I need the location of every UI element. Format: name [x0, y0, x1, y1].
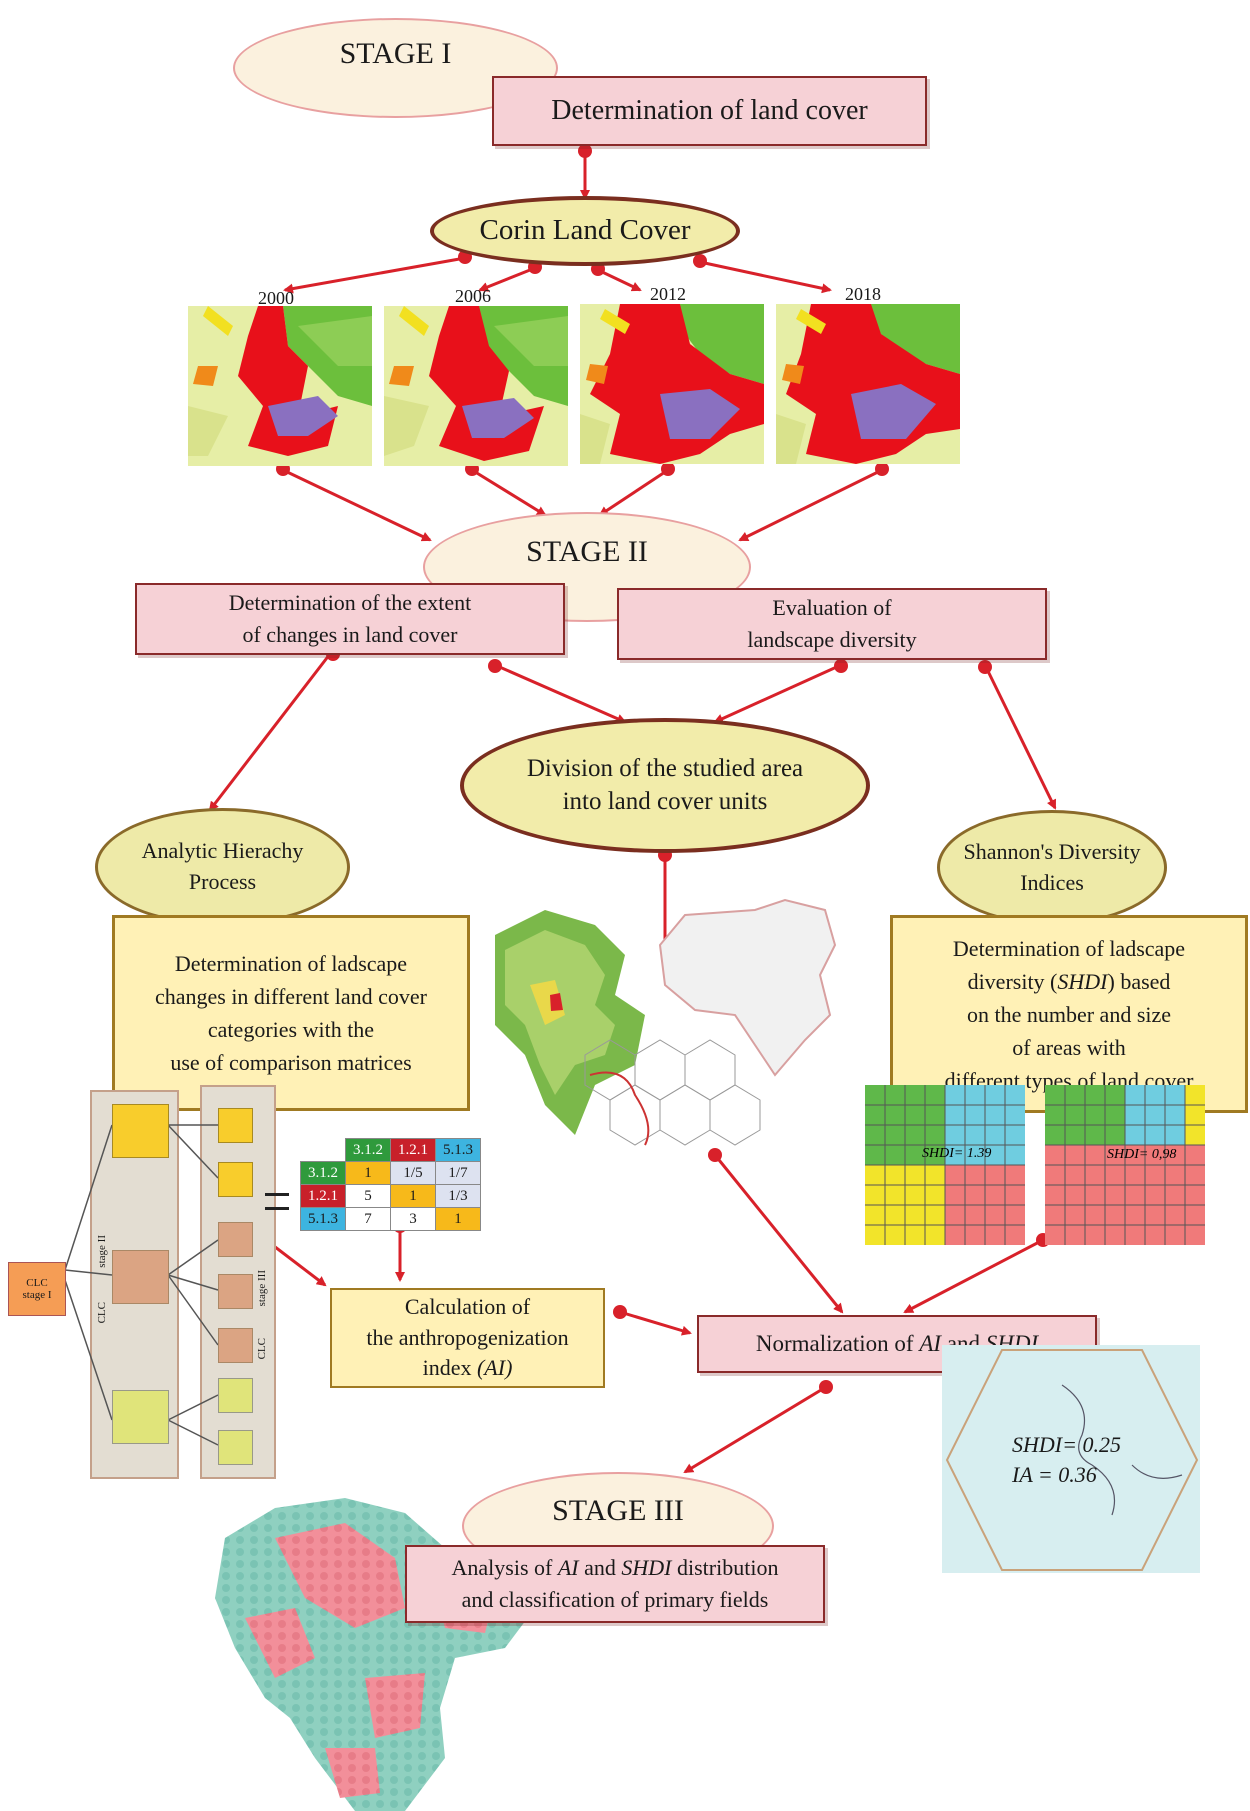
shdi-desc-line-1: Determination of ladscape — [952, 935, 1186, 961]
ahp-description-box: Determination of ladscape changes in dif… — [112, 915, 470, 1111]
matrix-row-label: 1.2.1 — [300, 1184, 346, 1208]
map-2018 — [776, 304, 960, 464]
division-line-2: into land cover units — [562, 787, 768, 815]
shdi-description-box: Determination of ladscape diversity (SHD… — [890, 915, 1248, 1113]
land-cover-box: Determination of land cover — [492, 76, 927, 146]
shdi-desc-line-2: diversity (SHDI) based — [967, 968, 1171, 994]
analysis-box: Analysis of AI and SHDI distribution and… — [405, 1545, 825, 1623]
zoom-shdi: SHDI= 0.25 — [1012, 1432, 1121, 1457]
matrix-cell: 1/7 — [435, 1161, 481, 1185]
matrix-cell: 1/5 — [390, 1161, 436, 1185]
year-2000: 2000 — [258, 288, 294, 308]
calc-line-1: Calculation of — [404, 1293, 531, 1319]
landscape-diversity-box: Evaluation of landscape diversity — [617, 588, 1047, 660]
changes-extent-line-1: Determination of the extent — [228, 590, 472, 616]
stage3-clc: CLC — [256, 1338, 268, 1360]
calc-line-3: index (AI) — [422, 1355, 513, 1381]
matrix-row: 5.1.3 7 3 1 — [300, 1207, 481, 1231]
stage-3-title: STAGE III — [552, 1494, 684, 1527]
study-area-map — [495, 898, 837, 1146]
corine-label: Corin Land Cover — [479, 214, 691, 247]
stage3-label: stage III — [256, 1270, 268, 1307]
s2-node-1 — [112, 1104, 169, 1158]
map-2000 — [188, 306, 372, 466]
matrix-cell: 1/3 — [435, 1184, 481, 1208]
matrix-header-cell: 5.1.3 — [435, 1138, 481, 1162]
ahp-ellipse: Analytic Hierachy Process — [95, 808, 350, 926]
map-2006 — [384, 306, 568, 466]
shdi-grid-2: SHDI= 0,98 — [1045, 1085, 1205, 1245]
matrix-row-label: 5.1.3 — [300, 1207, 346, 1231]
ahp-line-2: Process — [188, 869, 257, 894]
calc-line-2: the anthropogenization — [366, 1324, 569, 1350]
landscape-diversity-line-1: Evaluation of — [772, 595, 892, 621]
calc-ai-box: Calculation of the anthropogenization in… — [330, 1288, 605, 1388]
shannon-ellipse: Shannon's Diversity Indices — [937, 810, 1167, 925]
s3-node-2 — [218, 1162, 253, 1197]
matrix-header-cell: 1.2.1 — [390, 1138, 436, 1162]
matrix-row: 1.2.1 5 1 1/3 — [300, 1184, 481, 1208]
shdi-desc-line-4: of areas with — [1012, 1034, 1126, 1060]
zoom-hexagon — [945, 1349, 1199, 1571]
clc-stage1-text-b: stage I — [22, 1289, 52, 1301]
comparison-matrix: 3.1.2 1.2.1 5.1.3 3.1.2 1 1/5 1/7 1.2.1 … — [300, 1138, 481, 1231]
matrix-cell: 1 — [390, 1184, 436, 1208]
matrix-cell: 3 — [390, 1207, 436, 1231]
equals-sign — [265, 1193, 289, 1210]
analysis-line-2: and classification of primary fields — [461, 1587, 769, 1612]
hier-lines — [64, 1124, 219, 1446]
division-ellipse: Division of the studied area into land c… — [460, 718, 870, 853]
matrix-row: 3.1.2 1 1/5 1/7 — [300, 1161, 481, 1185]
shannon-line-2: Indices — [1020, 869, 1084, 895]
ahp-desc-line-3: categories with the — [207, 1017, 375, 1042]
land-cover-label: Determination of land cover — [551, 94, 868, 126]
matrix-row-label: 3.1.2 — [300, 1161, 346, 1185]
s3-node-5 — [218, 1328, 253, 1363]
ahp-desc-line-2: changes in different land cover — [154, 984, 428, 1009]
shdi-grid-1: SHDI= 1.39 — [865, 1085, 1025, 1245]
zoom-panel: SHDI= 0.25 IA = 0.36 — [942, 1345, 1200, 1573]
year-2018: 2018 — [845, 284, 881, 304]
ahp-desc-line-4: use of comparison matrices — [170, 1050, 412, 1075]
hierarchy-diagram: CLC stage I stage II CLC stage III CLC — [0, 1085, 300, 1490]
corine-ellipse: Corin Land Cover — [430, 196, 740, 266]
clc-stage1-text-a: CLC — [26, 1277, 48, 1289]
changes-extent-box: Determination of the extent of changes i… — [135, 583, 565, 655]
shdi-grid-2-label: SHDI= 0,98 — [1107, 1147, 1176, 1162]
shdi-grid-1-label: SHDI= 1.39 — [922, 1146, 991, 1161]
s3-node-6 — [218, 1378, 253, 1413]
clc-stage1-box: CLC stage I — [8, 1262, 66, 1316]
s3-node-1 — [218, 1108, 253, 1143]
year-2012: 2012 — [650, 284, 686, 304]
s3-node-4 — [218, 1274, 253, 1309]
division-line-1: Division of the studied area — [526, 755, 804, 782]
ahp-line-1: Analytic Hierachy — [141, 838, 304, 864]
stage2-label: stage II — [96, 1235, 108, 1268]
matrix-cell: 1 — [345, 1161, 391, 1185]
stage2-clc: CLC — [96, 1302, 108, 1324]
zoom-ia: IA = 0.36 — [1012, 1461, 1097, 1487]
matrix-cell: 5 — [345, 1184, 391, 1208]
ahp-desc-line-1: Determination of ladscape — [174, 951, 408, 976]
landscape-diversity-line-2: landscape diversity — [747, 627, 917, 652]
matrix-cell: 7 — [345, 1207, 391, 1231]
analysis-line-1: Analysis of AI and SHDI distribution — [451, 1555, 779, 1581]
shannon-line-1: Shannon's Diversity — [963, 838, 1141, 864]
stage-2-title: STAGE II — [526, 535, 648, 568]
matrix-cell: 1 — [435, 1207, 481, 1231]
year-2006: 2006 — [455, 286, 491, 306]
matrix-header-cell: 3.1.2 — [345, 1138, 391, 1162]
shdi-desc-line-3: on the number and size — [966, 1001, 1172, 1027]
s3-node-3 — [218, 1222, 253, 1257]
stage-1-title: STAGE I — [339, 37, 452, 70]
s2-node-3 — [112, 1390, 169, 1444]
changes-extent-line-2: of changes in land cover — [242, 622, 458, 647]
zoom-values: SHDI= 0.25 IA = 0.36 — [1012, 1430, 1121, 1489]
matrix-header-row: 3.1.2 1.2.1 5.1.3 — [301, 1138, 481, 1162]
s3-node-7 — [218, 1430, 253, 1465]
map-2012 — [580, 304, 764, 464]
s2-node-2 — [112, 1250, 169, 1304]
